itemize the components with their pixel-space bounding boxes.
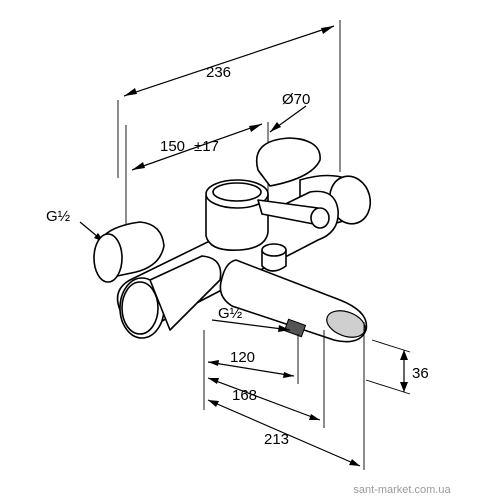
dimension-150: 150 ±17 [125, 122, 269, 240]
diameter-label: Ø70 [282, 91, 310, 108]
thread-outlet-label: G½ [218, 305, 243, 322]
dimension-120-label: 120 [230, 349, 255, 366]
thread-inlet-callout: G½ [46, 208, 105, 243]
dimension-213: 213 [207, 322, 365, 470]
dimension-236: 236 [117, 20, 341, 178]
thread-inlet-label: G½ [46, 208, 71, 225]
dimension-120: 120 [203, 330, 299, 410]
dimension-168: 168 [207, 330, 325, 428]
dimension-150-label: 150 [160, 138, 185, 155]
dimension-168-label: 168 [232, 387, 257, 404]
faucet-body [93, 137, 372, 343]
dimension-diameter-70: Ø70 [269, 91, 310, 133]
dimension-150-tolerance: ±17 [194, 138, 219, 155]
thread-outlet-callout: G½ [211, 305, 291, 332]
watermark: sant-market.com.ua [353, 484, 451, 496]
dimension-213-label: 213 [264, 431, 289, 448]
dimension-36-label: 36 [412, 365, 429, 382]
dimension-236-label: 236 [206, 64, 231, 81]
dimension-36: 36 [365, 339, 429, 395]
